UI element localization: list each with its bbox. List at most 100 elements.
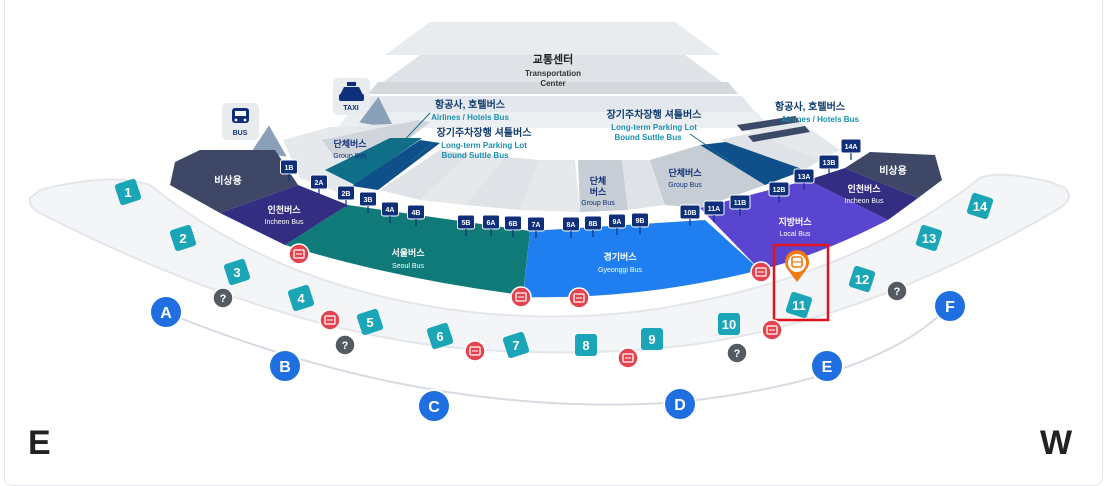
- taxi-icon: TAXI: [333, 78, 370, 115]
- group-center-en: Group Bus: [581, 200, 615, 207]
- section-f[interactable]: F: [933, 289, 967, 323]
- stop-label: 11B: [734, 200, 746, 207]
- longterm-left-ko: 장기주차장행 셔틀버스: [437, 126, 532, 139]
- longterm-right-en1: Long-term Parking Lot: [611, 123, 697, 132]
- ticket-machine-icon: [464, 340, 486, 362]
- gate-12[interactable]: 12: [848, 265, 876, 293]
- stop-label: 12B: [773, 187, 786, 194]
- gate-4[interactable]: 4: [287, 284, 315, 312]
- section-d[interactable]: D: [663, 387, 697, 421]
- gate-2[interactable]: 2: [169, 224, 197, 252]
- stop-7a[interactable]: 7A: [527, 216, 545, 238]
- section-label: A: [160, 305, 172, 322]
- stop-label: 2B: [342, 191, 351, 198]
- taxi-icon-label: TAXI: [343, 105, 358, 112]
- stop-9a[interactable]: 9A: [608, 213, 626, 235]
- gate-label: 7: [512, 338, 519, 353]
- section-label: F: [945, 299, 955, 316]
- stop-8a[interactable]: 8A: [562, 216, 580, 238]
- group-left-ko: 단체버스: [333, 138, 367, 149]
- outer-arc: [164, 304, 951, 406]
- stop-label: 6A: [487, 220, 496, 227]
- info-icon[interactable]: ?: [334, 334, 356, 356]
- emergency-left-label: 비상용: [214, 174, 242, 187]
- stop-label: 11A: [708, 206, 720, 213]
- gate-label: 9: [648, 332, 655, 347]
- stop-13a[interactable]: 13A: [793, 168, 815, 190]
- seoul-ko: 서울버스: [391, 247, 425, 258]
- gate-13[interactable]: 13: [915, 224, 943, 252]
- stop-6b[interactable]: 6B: [504, 215, 522, 237]
- gate-8[interactable]: 8: [575, 334, 597, 356]
- group-center-ko1: 단체: [590, 175, 607, 186]
- gate-label: 4: [297, 291, 305, 306]
- stop-label: 5B: [462, 220, 471, 227]
- group-left-en: Group Bus: [333, 153, 367, 160]
- ticket-machine-icon: [617, 347, 639, 369]
- gate-9[interactable]: 9: [641, 328, 663, 350]
- stop-label: 9B: [636, 218, 645, 225]
- stop-13b[interactable]: 13B: [818, 154, 840, 176]
- info-icon[interactable]: ?: [726, 342, 748, 364]
- seoul-en: Seoul Bus: [392, 263, 424, 270]
- stop-label: 10B: [684, 210, 697, 217]
- gate-label: 8: [582, 338, 589, 353]
- gate-label: 6: [436, 329, 443, 344]
- gate-1[interactable]: 1: [114, 178, 142, 206]
- gate-label: 10: [722, 317, 736, 332]
- gate-6[interactable]: 6: [426, 322, 454, 350]
- stop-label: 13A: [798, 174, 811, 181]
- section-c[interactable]: C: [417, 389, 451, 423]
- gate-5[interactable]: 5: [356, 308, 384, 336]
- stop-10b[interactable]: 10B: [679, 204, 701, 226]
- stop-label: 2A: [315, 180, 324, 187]
- section-e[interactable]: E: [810, 349, 844, 383]
- direction-right: W: [1040, 424, 1073, 462]
- gate-14[interactable]: 14: [966, 192, 994, 220]
- stop-2b[interactable]: 2B: [337, 185, 355, 207]
- stop-11a[interactable]: 11A: [703, 200, 725, 222]
- ticket-machine-icon: [761, 319, 783, 341]
- gate-label: 3: [233, 265, 240, 280]
- stop-14a[interactable]: 14A: [840, 138, 862, 160]
- transport-center-ko: 교통센터: [533, 52, 573, 66]
- stop-8b[interactable]: 8B: [584, 215, 602, 237]
- stop-1b[interactable]: 1B: [280, 159, 298, 181]
- stop-4b[interactable]: 4B: [407, 204, 425, 226]
- misc-layer: ????: [212, 243, 908, 369]
- stop-label: 8A: [567, 222, 576, 229]
- stop-label: 3B: [364, 197, 373, 204]
- section-b[interactable]: B: [268, 349, 302, 383]
- svg-text:?: ?: [342, 340, 349, 352]
- stop-4a[interactable]: 4A: [381, 201, 399, 223]
- direction-left: E: [28, 424, 51, 462]
- incheon-right-en: Incheon Bus: [845, 198, 884, 205]
- stop-5b[interactable]: 5B: [457, 214, 475, 236]
- gate-3[interactable]: 3: [223, 258, 251, 286]
- stop-label: 13B: [823, 160, 836, 167]
- section-a[interactable]: A: [149, 295, 183, 329]
- gate-11[interactable]: 11: [785, 291, 813, 319]
- gate-10[interactable]: 10: [718, 313, 740, 335]
- transportation-center: 교통센터 Transportation Center: [337, 22, 770, 128]
- stop-9b[interactable]: 9B: [631, 212, 649, 234]
- info-icon[interactable]: ?: [212, 287, 234, 309]
- gate-label: 1: [124, 185, 131, 200]
- stop-2a[interactable]: 2A: [310, 174, 328, 196]
- stop-3b[interactable]: 3B: [359, 191, 377, 213]
- stop-6a[interactable]: 6A: [482, 214, 500, 236]
- gate-label: 14: [973, 199, 988, 214]
- ticket-machine-icon: [510, 286, 532, 308]
- gate-11-highlight: [772, 243, 830, 322]
- emergency-right-label: 비상용: [879, 164, 907, 177]
- stop-11b[interactable]: 11B: [729, 194, 751, 216]
- gyeonggi-en: Gyeonggi Bus: [598, 267, 642, 274]
- ticket-machine-icon: [319, 309, 341, 331]
- gyeonggi-ko: 경기버스: [603, 251, 637, 262]
- airlines-right-ko: 항공사, 호텔버스: [775, 100, 845, 113]
- info-icon[interactable]: ?: [886, 280, 908, 302]
- stop-label: 9A: [613, 219, 622, 226]
- gate-7[interactable]: 7: [502, 331, 530, 359]
- stop-12b[interactable]: 12B: [768, 181, 790, 203]
- airlines-right-en: Airlines / Hotels Bus: [781, 115, 859, 124]
